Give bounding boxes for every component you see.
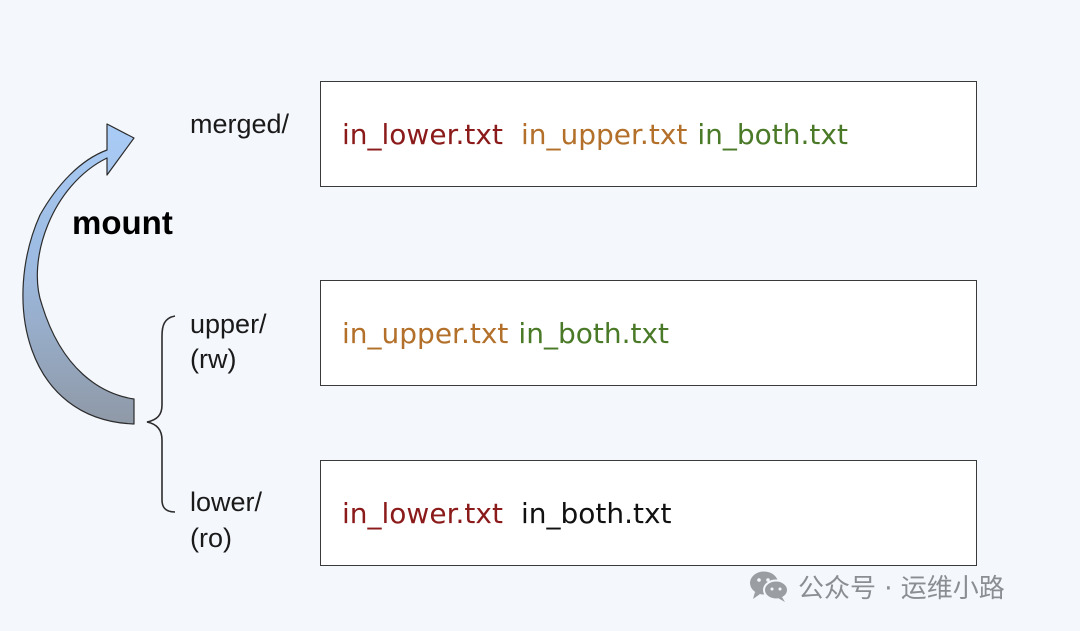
upper-label: upper/: [190, 309, 267, 339]
mount-label: mount: [72, 204, 173, 241]
merged-file-in-both: in_both.txt: [697, 117, 848, 151]
wechat-icon: [750, 571, 789, 602]
layer-brace: [146, 315, 176, 513]
lower-mode: (ro): [190, 523, 232, 553]
upper-box: in_upper.txt in_both.txt: [320, 280, 977, 386]
lower-file-in-lower: in_lower.txt: [342, 496, 503, 530]
lower-label: lower/: [190, 487, 263, 517]
watermark: 公众号 · 运维小路: [748, 566, 1005, 606]
merged-file-in-upper: in_upper.txt: [520, 117, 688, 151]
upper-file-in-upper: in_upper.txt: [342, 316, 509, 350]
upper-mode: (rw): [190, 344, 237, 374]
lower-file-in-both: in_both.txt: [520, 496, 672, 530]
lower-box: in_lower.txt in_both.txt: [320, 460, 977, 566]
merged-label: merged/: [190, 109, 290, 139]
merged-box: in_lower.txt in_upper.txt in_both.txt: [320, 81, 977, 187]
upper-file-in-both: in_both.txt: [518, 316, 670, 350]
mount-arrow: [22, 123, 135, 425]
merged-file-in-lower: in_lower.txt: [342, 117, 503, 151]
watermark-text: 公众号 · 运维小路: [798, 573, 1005, 604]
